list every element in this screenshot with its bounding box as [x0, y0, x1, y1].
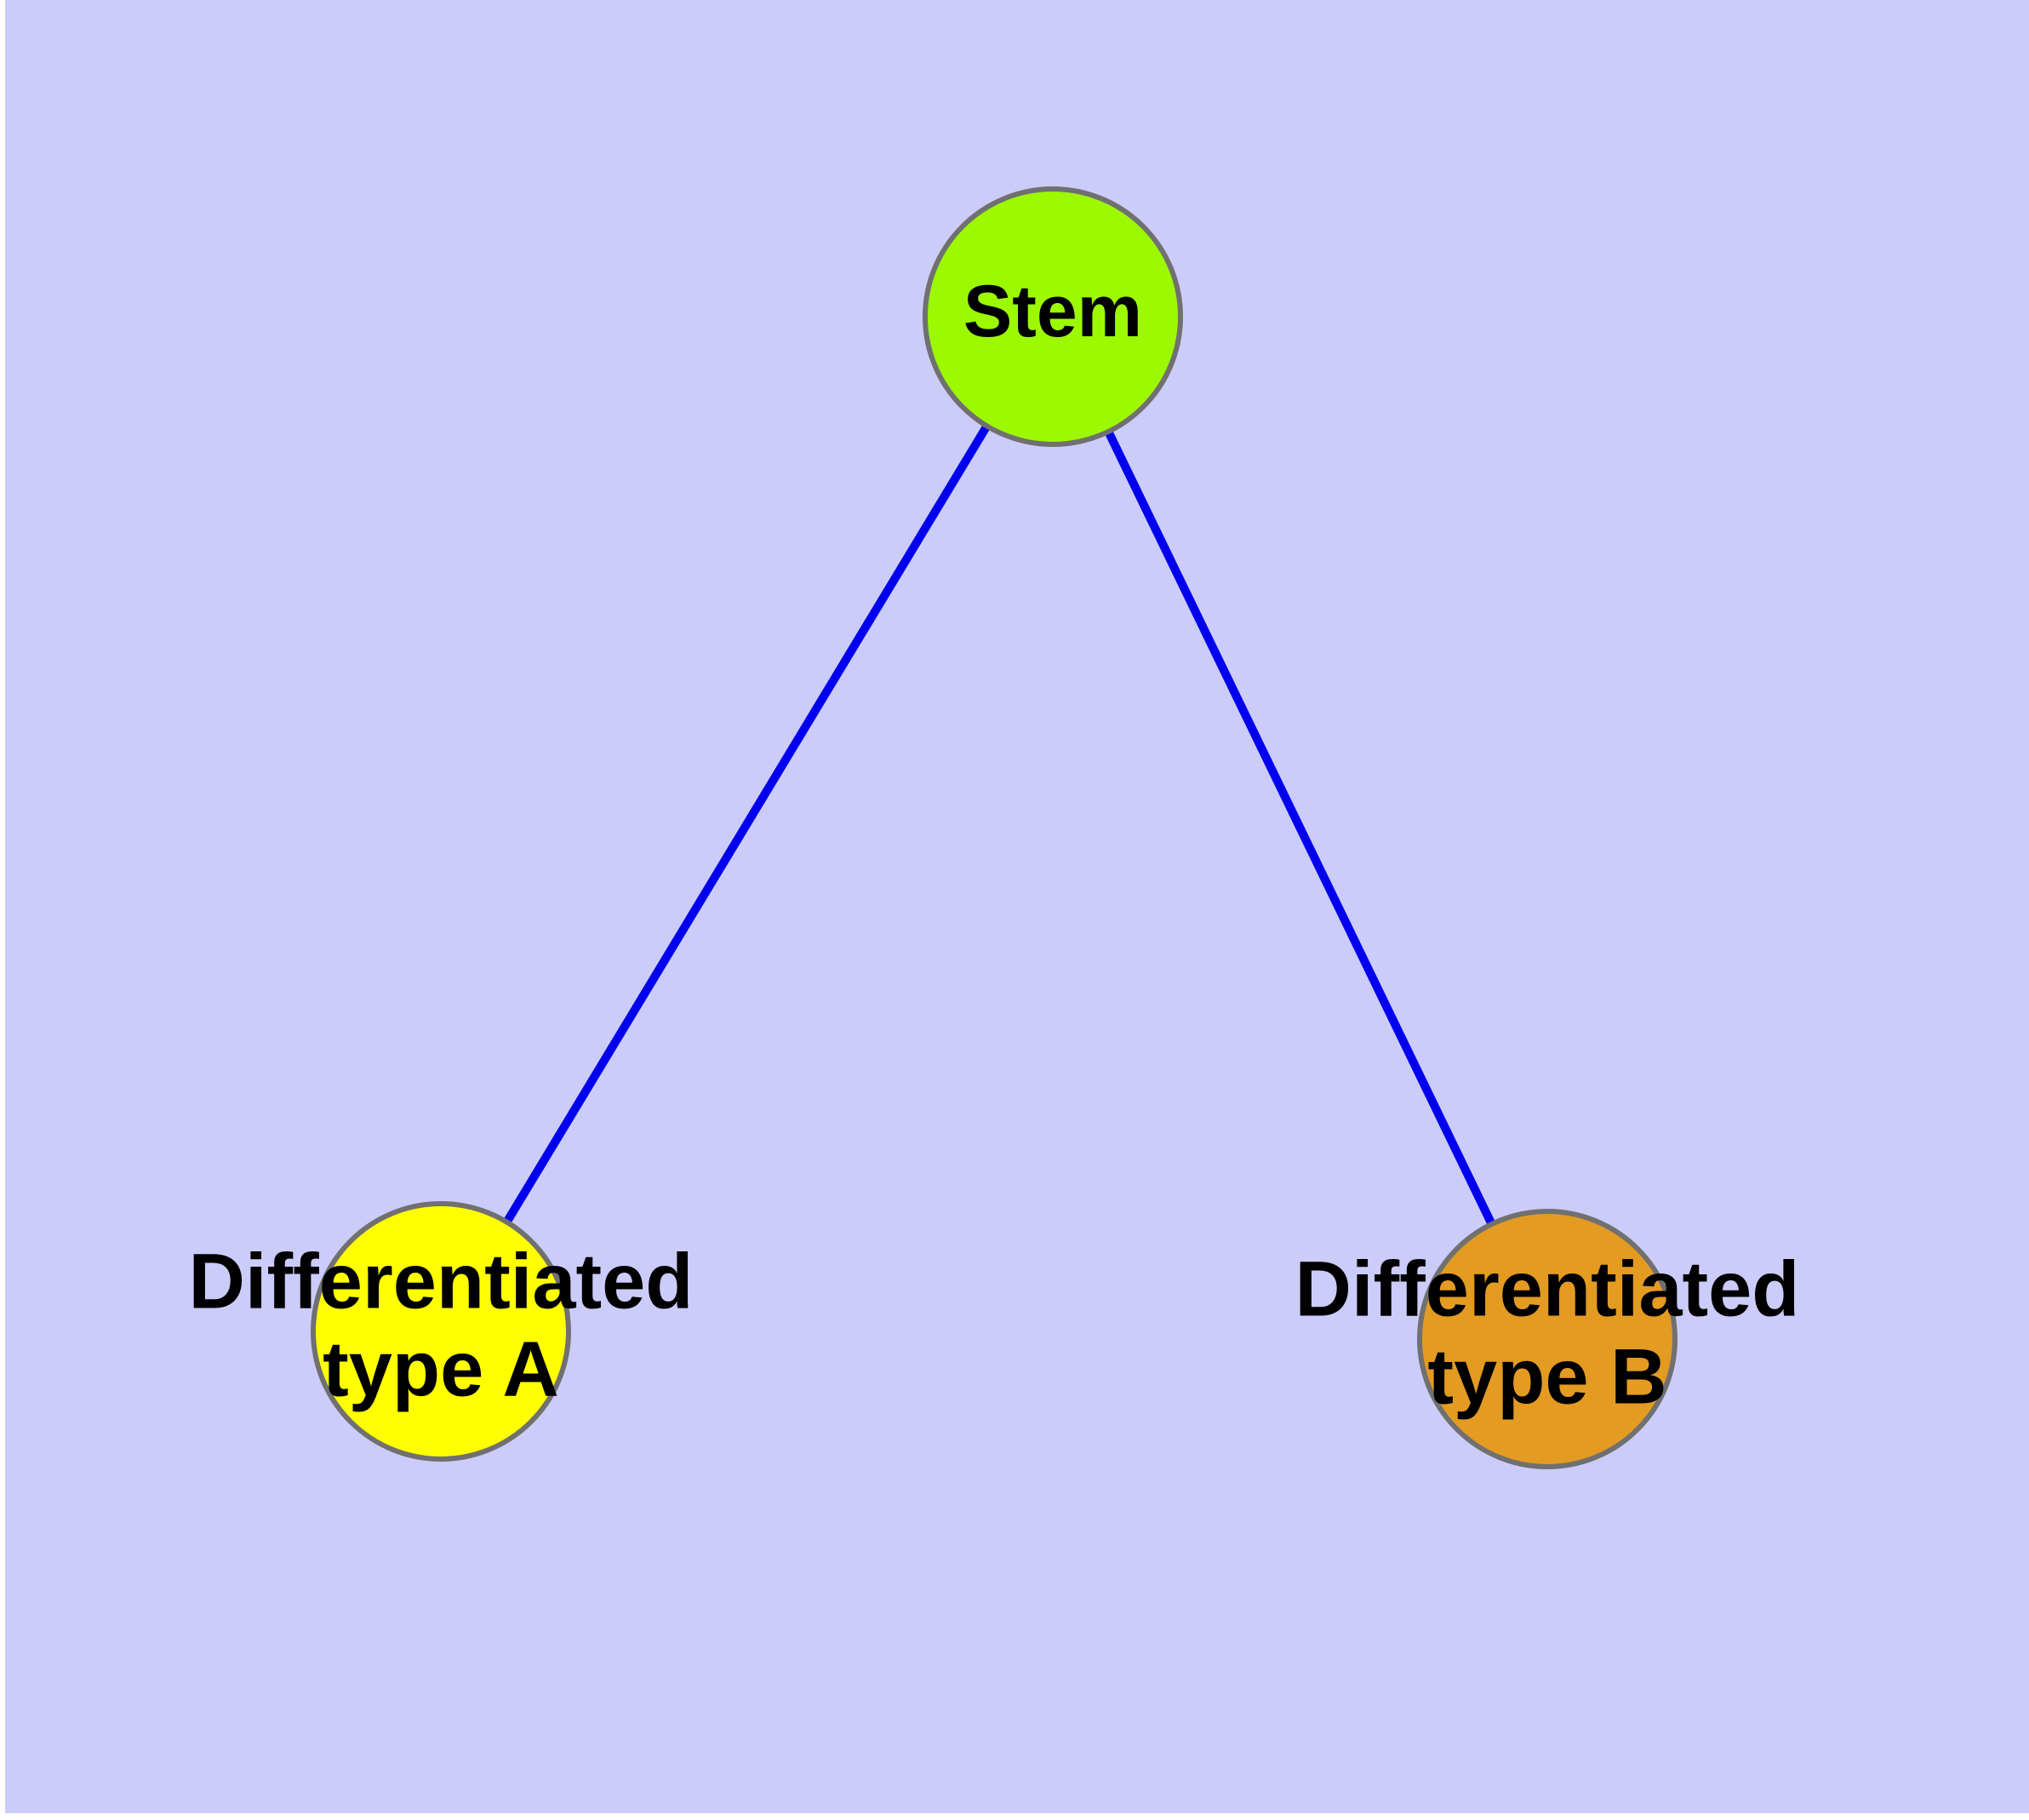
graph-node-label-line: Differentiated — [1295, 1246, 1800, 1333]
graph-node-label-line: type B — [1427, 1334, 1666, 1421]
edge-layer — [504, 425, 1495, 1225]
graph-edge — [1105, 431, 1495, 1225]
graph-node-label-line: Stem — [963, 271, 1142, 352]
graph-edge — [504, 425, 990, 1223]
graph-node-stem[interactable] — [923, 186, 1183, 447]
node-layer — [311, 186, 1677, 1469]
graph-node-label-line: Differentiated — [189, 1239, 694, 1325]
graph-node-diff_b[interactable] — [1417, 1209, 1677, 1469]
graph-node-diff_a[interactable] — [311, 1201, 571, 1462]
graph-node-label-stem: Stem — [963, 271, 1142, 352]
graph-node-label-line: type A — [323, 1326, 559, 1413]
